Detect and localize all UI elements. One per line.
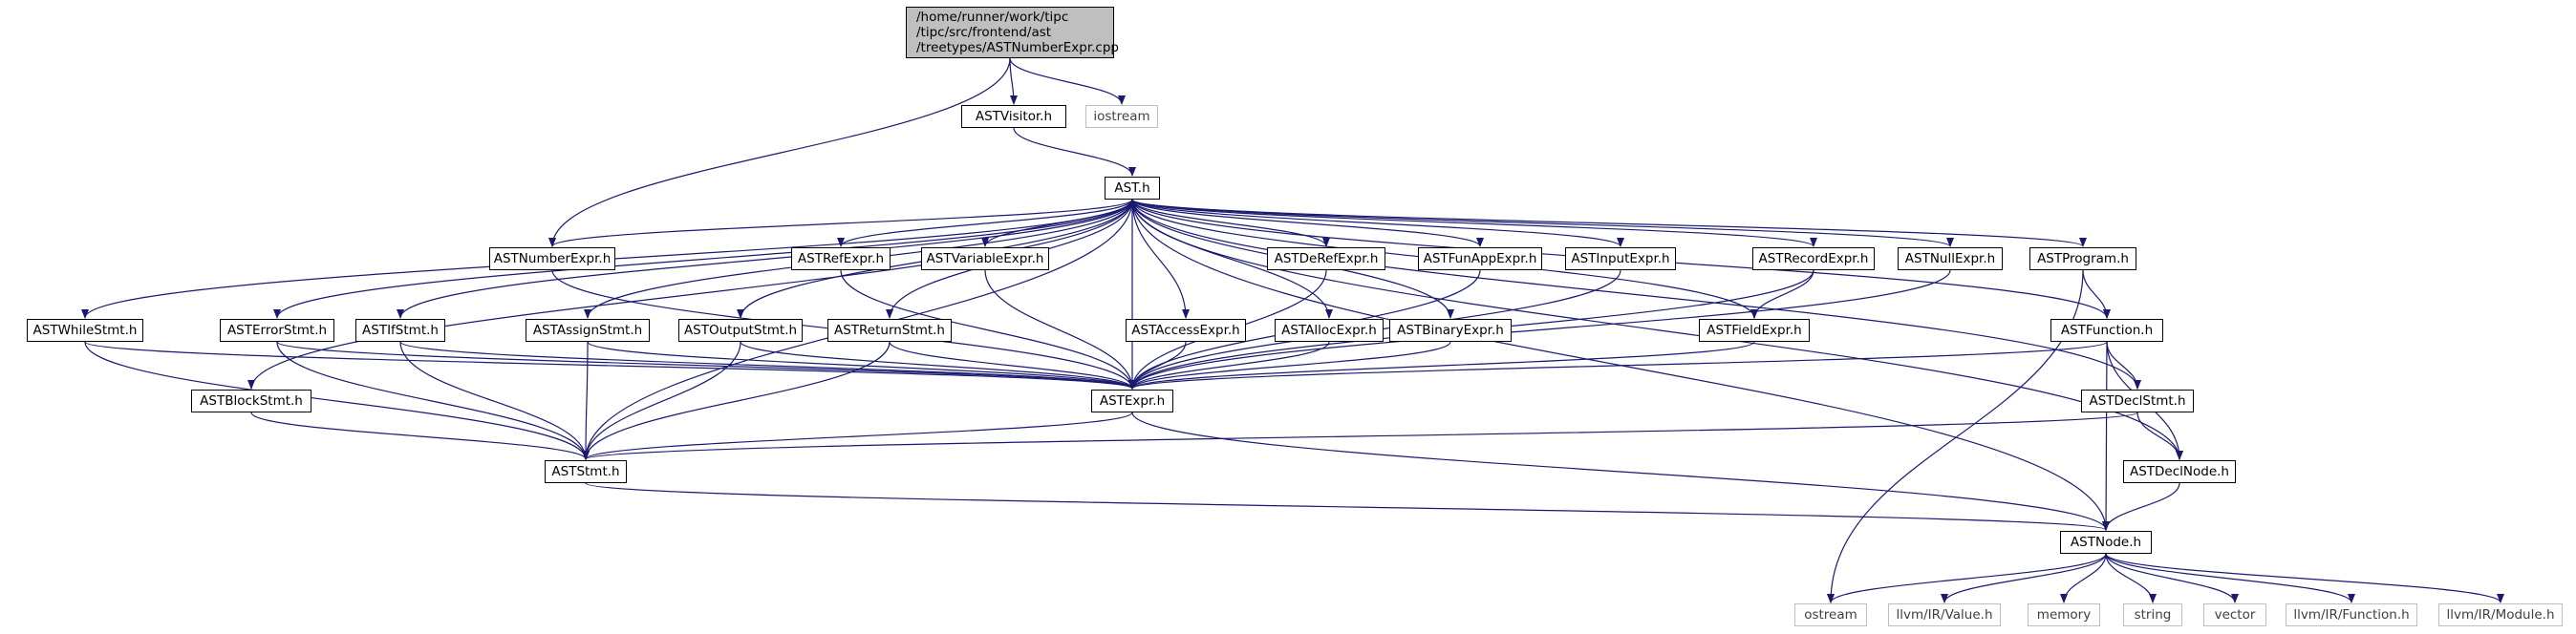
edge-astnode-to-string (2105, 553, 2157, 603)
node-astnode[interactable]: ASTNode.h (2060, 531, 2152, 554)
node-astvisitor[interactable]: ASTVisitor.h (961, 105, 1066, 128)
node-astnullexpr[interactable]: ASTNullExpr.h (1898, 247, 2003, 270)
node-astfieldexpr[interactable]: ASTFieldExpr.h (1699, 319, 1810, 342)
node-astoutputstmt[interactable]: ASTOutputStmt.h (678, 319, 803, 342)
edge-astrefexpr-to-astexpr (840, 269, 1136, 390)
edge-ast-to-astblockstmt (247, 199, 1133, 390)
edge-astblockstmt-to-aststmt (250, 412, 590, 460)
node-iostream: iostream (1085, 105, 1158, 128)
edge-astoutputstmt-to-astexpr (740, 341, 1136, 390)
edge-root-file-node-to-astvisitor (1009, 57, 1018, 105)
edge-ast-to-astrecordexpr (1131, 199, 1817, 247)
node-astaccessexpr[interactable]: ASTAccessExpr.h (1126, 319, 1246, 342)
edge-root-file-node-to-iostream (1009, 57, 1126, 105)
edge-astdeclnode-to-astnode (2102, 482, 2180, 531)
node-llvm-value: llvm/IR/Value.h (1888, 603, 2001, 626)
edge-astnode-to-ostream (1827, 553, 2107, 603)
node-astreturnstmt[interactable]: ASTReturnStmt.h (827, 319, 952, 342)
edge-aststmt-to-astnode (585, 482, 2110, 531)
edge-astfieldexpr-to-astexpr (1128, 341, 1755, 390)
edge-asterrorstmt-to-astexpr (276, 341, 1136, 390)
node-ostream: ostream (1794, 603, 1867, 626)
edge-ast-to-astdeclnode (1131, 199, 2183, 460)
edge-astprogram-to-astfunction (2082, 269, 2111, 319)
edge-astdeclstmt-to-astdeclnode (2136, 412, 2183, 460)
node-llvm-module: llvm/IR/Module.h (2438, 603, 2563, 626)
edge-astoutputstmt-to-aststmt (582, 341, 741, 460)
node-astrefexpr[interactable]: ASTRefExpr.h (791, 247, 891, 270)
edge-astbinaryexpr-to-astexpr (1128, 341, 1451, 390)
node-asterrorstmt[interactable]: ASTErrorStmt.h (220, 319, 334, 342)
node-astifstmt[interactable]: ASTIfStmt.h (355, 319, 445, 342)
node-astrecordexpr[interactable]: ASTRecordExpr.h (1752, 247, 1875, 270)
edge-astdeclstmt-to-aststmt (582, 412, 2138, 460)
edge-ast-to-astinputexpr (1131, 199, 1624, 247)
edge-astallocexpr-to-astexpr (1128, 341, 1330, 390)
node-vector: vector (2203, 603, 2266, 626)
node-aststmt[interactable]: ASTStmt.h (545, 460, 627, 483)
edge-astwhilestmt-to-aststmt (84, 341, 590, 460)
edge-astassignstmt-to-aststmt (582, 341, 590, 460)
edge-astnode-to-llvm-module (2105, 553, 2504, 603)
node-astdeclnode[interactable]: ASTDeclNode.h (2123, 460, 2236, 483)
root-label-line-3: /treetypes/ASTNumberExpr.cpp (916, 40, 1119, 55)
node-string: string (2123, 603, 2182, 626)
edge-ast-to-astnullexpr (1131, 199, 1954, 247)
node-astinputexpr[interactable]: ASTInputExpr.h (1565, 247, 1676, 270)
edge-astfunction-to-astexpr (1128, 341, 2108, 390)
edge-asterrorstmt-to-aststmt (276, 341, 590, 460)
root-label-line-1: /home/runner/work/tipc (916, 10, 1069, 25)
edge-astvariableexpr-to-astexpr (984, 269, 1136, 390)
edge-astexpr-to-aststmt (582, 412, 1133, 460)
edge-astnullexpr-to-astexpr (1128, 269, 1951, 390)
node-astassignstmt[interactable]: ASTAssignStmt.h (526, 319, 650, 342)
edge-astvisitor-to-ast (1013, 127, 1136, 177)
edge-ast-to-astprogram (1131, 199, 2087, 247)
edge-ast-to-astifstmt (397, 199, 1133, 319)
edge-astifstmt-to-aststmt (399, 341, 590, 460)
edge-ast-to-astnumberexpr (548, 199, 1133, 247)
edge-astreturnstmt-to-astexpr (889, 341, 1136, 390)
edge-astassignstmt-to-astexpr (587, 341, 1136, 390)
node-astallocexpr[interactable]: ASTAllocExpr.h (1275, 319, 1384, 342)
node-astderefexpr[interactable]: ASTDeRefExpr.h (1267, 247, 1385, 270)
root-label-line-2: /tipc/src/frontend/ast (916, 25, 1052, 40)
edge-root-file-node-to-astnumberexpr (548, 57, 1011, 247)
edge-astnode-to-llvm-value (1941, 553, 2107, 603)
node-astdeclstmt[interactable]: ASTDeclStmt.h (2081, 390, 2194, 412)
edge-astifstmt-to-astexpr (399, 341, 1136, 390)
edge-ast-to-astaccessexpr (1131, 199, 1190, 319)
root-file-node: /home/runner/work/tipc /tipc/src/fronten… (906, 7, 1119, 58)
node-astwhilestmt[interactable]: ASTWhileStmt.h (27, 319, 143, 342)
edge-astwhilestmt-to-astexpr (84, 341, 1136, 390)
node-astvariableexpr[interactable]: ASTVariableExpr.h (921, 247, 1049, 270)
node-astfunappexpr[interactable]: ASTFunAppExpr.h (1418, 247, 1542, 270)
edge-astnode-to-vector (2105, 553, 2239, 603)
edge-ast-to-astderefexpr (1131, 199, 1330, 247)
node-astfunction[interactable]: ASTFunction.h (2050, 319, 2163, 342)
node-astexpr[interactable]: ASTExpr.h (1091, 390, 1173, 412)
node-memory: memory (2028, 603, 2100, 626)
edge-ast-to-astrefexpr (837, 199, 1133, 247)
node-llvm-function: llvm/IR/Function.h (2286, 603, 2417, 626)
node-astnumberexpr[interactable]: ASTNumberExpr.h (489, 247, 615, 270)
node-astbinaryexpr[interactable]: ASTBinaryExpr.h (1389, 319, 1512, 342)
edge-astrecordexpr-to-astfieldexpr (1750, 269, 1814, 319)
node-ast[interactable]: AST.h (1105, 177, 1160, 200)
edge-astexpr-to-astnode (1131, 412, 2110, 531)
node-astprogram[interactable]: ASTProgram.h (2029, 247, 2136, 270)
edge-astnode-to-memory (2060, 553, 2107, 603)
edge-astfunction-to-astnode (2102, 341, 2111, 531)
edge-ast-to-asterrorstmt (273, 199, 1133, 319)
edge-astfunction-to-astdeclstmt (2106, 341, 2141, 390)
edge-astnode-to-llvm-function (2105, 553, 2355, 603)
edge-astreturnstmt-to-aststmt (582, 341, 891, 460)
node-astblockstmt[interactable]: ASTBlockStmt.h (191, 390, 311, 412)
edge-ast-to-astdeclstmt (1131, 199, 2141, 390)
edge-ast-to-astfunappexpr (1131, 199, 1484, 247)
